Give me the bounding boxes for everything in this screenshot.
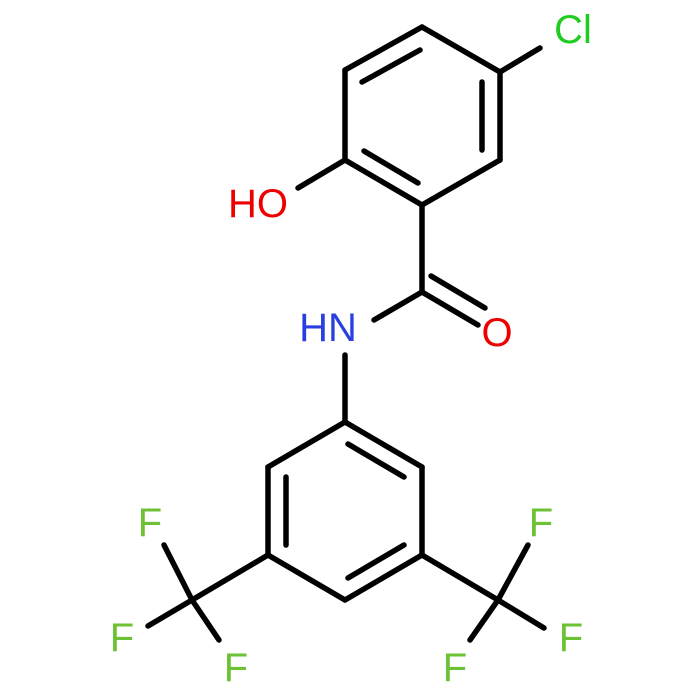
bond-carbonyl-n (371, 289, 425, 323)
bond-carbonyl-o (419, 289, 481, 328)
atom-f6: F (443, 646, 467, 690)
bond-cf3-left-f1 (161, 542, 195, 603)
bond-d5-cf3-left (189, 552, 271, 603)
atom-o: O (481, 311, 512, 355)
bond-d3-d4 (342, 552, 425, 603)
bond-c5-c6-inner (361, 148, 421, 186)
atom-labels: Cl HO HN O F F F F F F (110, 8, 592, 690)
bond-carbonyl-o-double (428, 273, 488, 311)
bond-d1-d2-inner (345, 441, 407, 480)
bond-d1-d2 (342, 419, 425, 470)
atom-f5: F (559, 616, 583, 660)
bond-c6-oh (295, 157, 348, 191)
bond-d6-d1 (265, 419, 348, 470)
atom-f4: F (529, 501, 553, 545)
bond-cf3-right-f1 (495, 542, 531, 603)
bond-d4-d5 (265, 552, 348, 603)
atom-hn: HN (299, 306, 357, 350)
atom-cl: Cl (554, 8, 592, 52)
bond-c3-cl (497, 45, 543, 75)
bond-cf3-right-f3 (467, 597, 501, 643)
bond-d3-cf3-right (419, 552, 501, 603)
atom-ho: HO (228, 182, 288, 226)
bond-cf3-left-f3 (189, 597, 222, 643)
bond-cf3-left-f2 (145, 597, 195, 629)
atom-f2: F (110, 616, 134, 660)
atom-f3: F (224, 646, 248, 690)
bond-c2-c3 (419, 24, 503, 75)
atom-f1: F (138, 501, 162, 545)
bonds (145, 24, 547, 643)
bond-c4-c5 (419, 157, 503, 208)
bond-c5-c6 (342, 157, 425, 208)
bond-c1-c2 (342, 24, 425, 73)
bond-c1-c2-inner (359, 47, 423, 85)
bond-cf3-right-f2 (495, 597, 547, 631)
bond-d3-d4-inner (345, 542, 407, 581)
